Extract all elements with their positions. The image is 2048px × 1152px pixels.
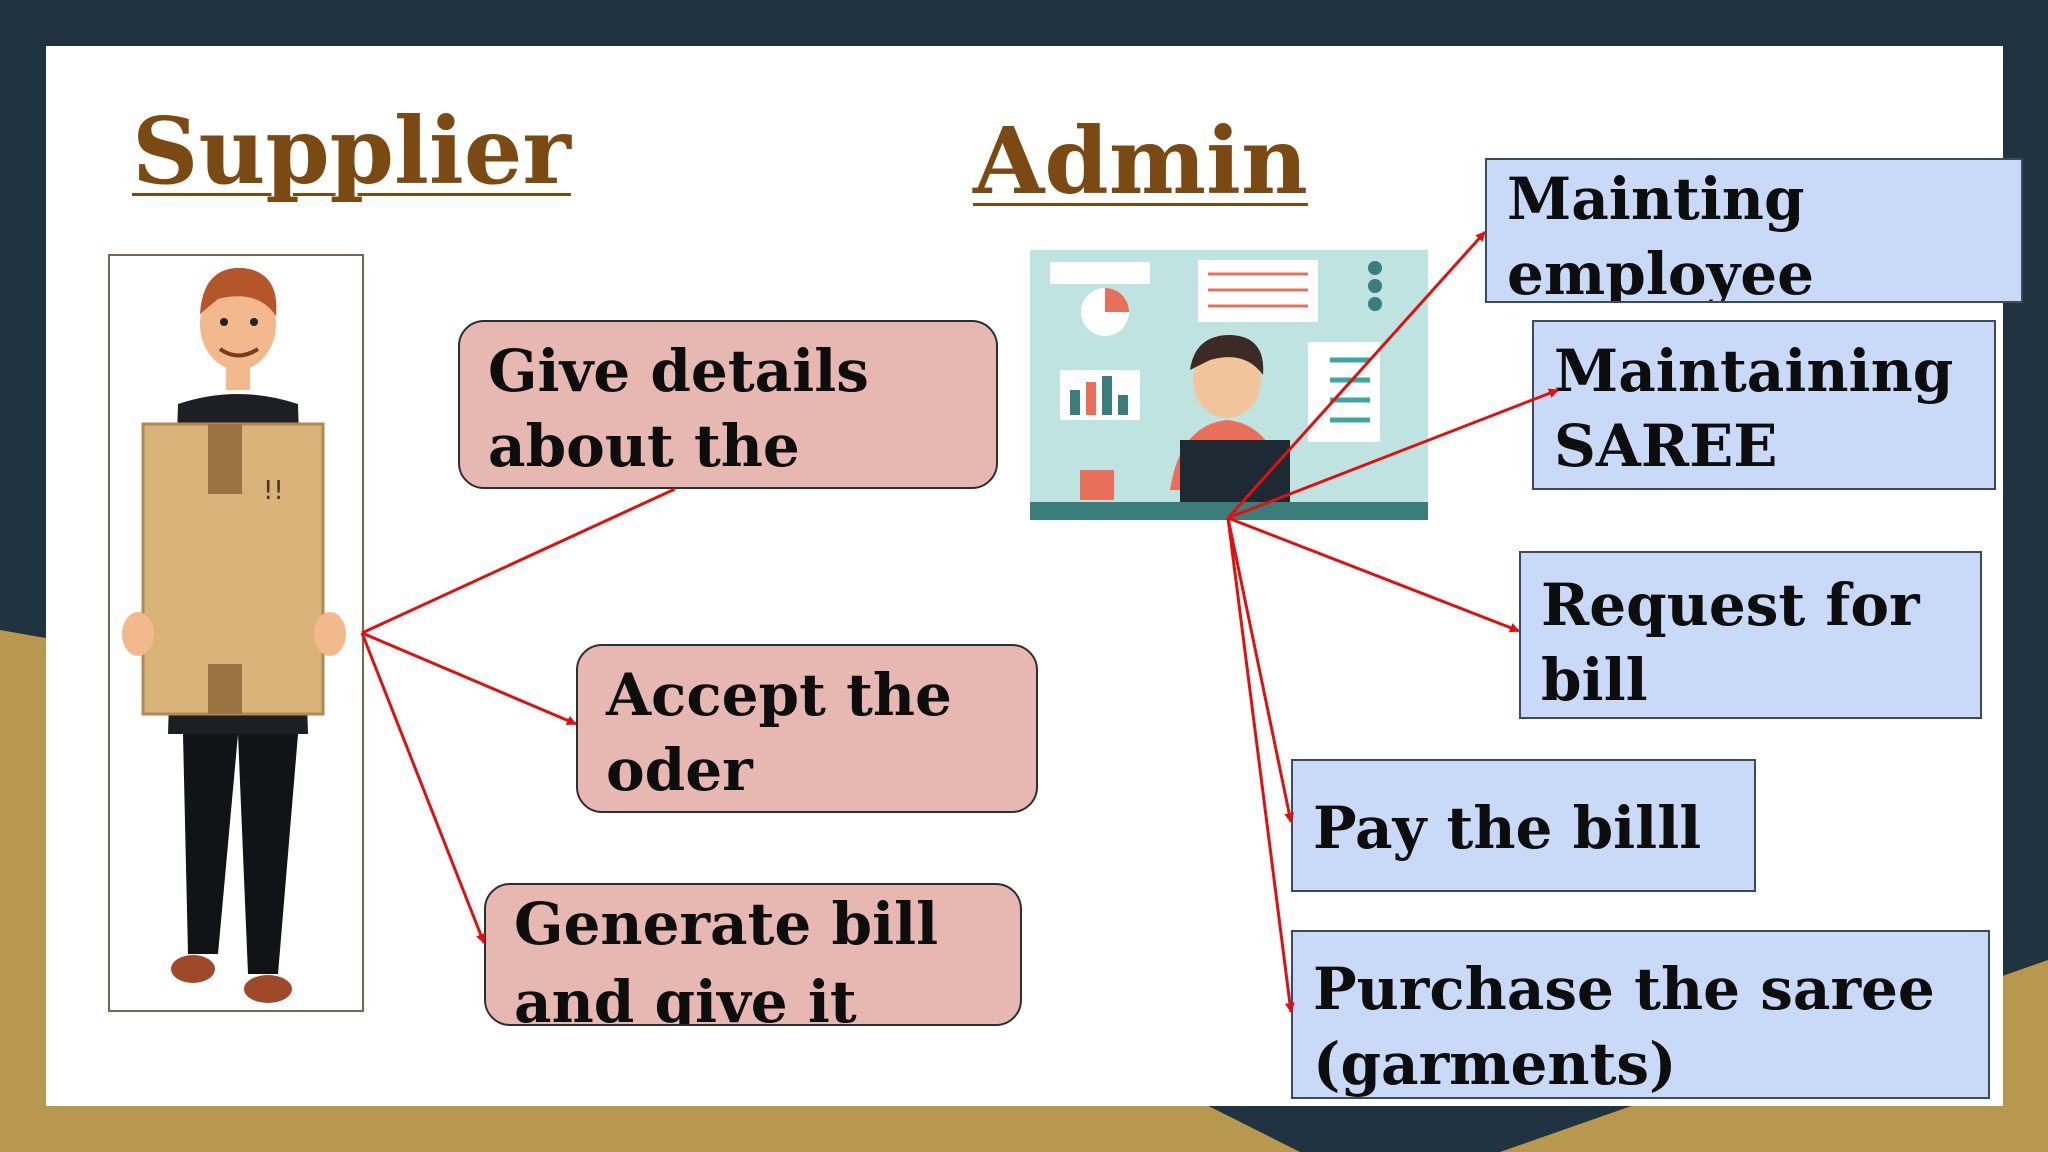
accept-order-box: Accept the oder: [576, 644, 1038, 813]
admin-at-computer-icon: [1030, 250, 1428, 520]
supplier-heading: Supplier: [132, 97, 571, 205]
svg-text:!!: !!: [263, 476, 284, 506]
purchase-saree-box: Purchase the saree (garments): [1291, 930, 1990, 1099]
pay-bill-box: Pay the billl: [1291, 759, 1756, 892]
maintain-saree-box: Maintaining SAREE details: [1532, 320, 1996, 490]
delivery-man-icon: !!: [108, 254, 364, 1012]
maintain-employee-box: Mainting employee details: [1485, 158, 2023, 303]
admin-heading: Admin: [973, 107, 1308, 215]
request-bill-box: Request for bill: [1519, 551, 1982, 719]
give-details-box: Give details about the saree: [458, 320, 998, 489]
generate-bill-box: Generate bill and give it: [484, 883, 1022, 1026]
